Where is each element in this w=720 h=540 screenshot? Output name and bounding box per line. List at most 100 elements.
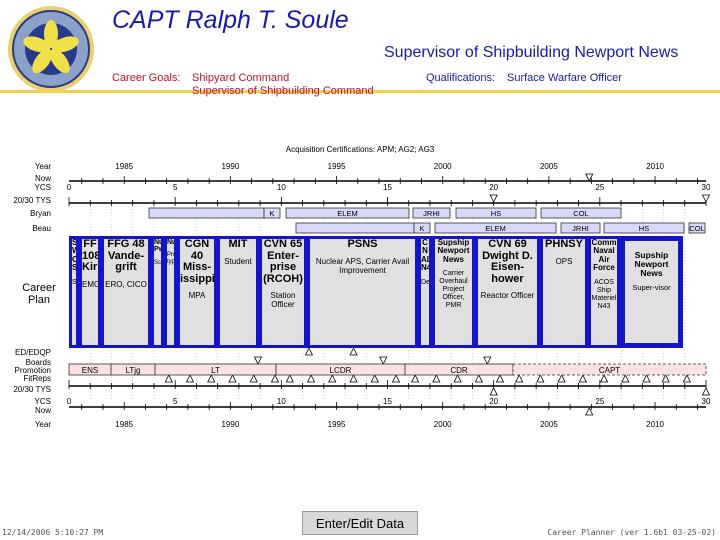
year-tick-label: 1990 [221, 162, 239, 171]
fitrep-marker-icon [661, 374, 670, 383]
career-assignment[interactable]: S W O S Student [69, 236, 79, 348]
promotion-label: LTjg [126, 366, 141, 375]
assignment-title: CVN 69 Dwight D. Eisen-hower [482, 238, 533, 285]
fitrep-marker-icon [228, 374, 237, 383]
ycs-tick-label: 30 [702, 183, 711, 192]
officer-name: CAPT Ralph T. Soule [112, 6, 349, 34]
fitrep-marker-icon [249, 374, 258, 383]
assignment-title: PHNSY [545, 238, 583, 250]
fitrep-marker-icon [682, 374, 692, 383]
assignment-title: C N AL N43 [421, 238, 432, 273]
assignment-detail: Student [224, 256, 252, 266]
ycs-tick-label: 25 [595, 183, 604, 192]
career-assignment[interactable]: Nuc PwrSchool [151, 236, 164, 348]
ycs-tick-label: 25 [595, 397, 604, 406]
acquisition-certifications: Acquisition Certifications: APM; AG2; AG… [285, 145, 435, 154]
assignment-title: FFG 48 Vande-grift [107, 238, 145, 274]
bryan-bar [148, 207, 265, 219]
assignment-title: S W O S [72, 238, 79, 273]
row-label-ycs: YCS [35, 183, 51, 192]
year-tick-label: 1985 [115, 420, 133, 429]
tys-marker-icon [489, 194, 498, 203]
promotion-label: CAPT [599, 366, 620, 375]
tys-marker-icon [701, 194, 711, 203]
assignment-detail: Station Officer [270, 291, 296, 310]
beau-bar-label: JRHI [572, 224, 589, 233]
row-label-boards: Boards [26, 358, 51, 367]
ycs-tick-label: 30 [702, 397, 711, 406]
beau-bar [295, 222, 415, 234]
current-command: Supervisor of Shipbuilding Newport News [384, 44, 679, 61]
bryan-bar [412, 207, 451, 219]
bryan-bar-label: K [269, 209, 274, 218]
assignment-detail: ERO, CICO [105, 279, 147, 289]
bryan-bar-label: ELEM [337, 209, 357, 218]
fitrep-marker-icon [285, 374, 294, 383]
fitrep-marker-icon [391, 374, 401, 383]
row-label-fitreps: FitReps [23, 374, 51, 383]
career-plan-label: Career Plan [22, 282, 56, 306]
assignment-detail: Student [72, 278, 79, 286]
timestamp: 12/14/2006 5:10:27 PM [2, 528, 104, 537]
ycs-tick-label: 10 [277, 397, 286, 406]
fitrep-marker-icon [432, 374, 441, 383]
beau-bar [434, 222, 557, 234]
assignment-detail: ACOS Ship Materiel N43 [591, 278, 617, 310]
fitrep-marker-icon [514, 374, 524, 383]
tys-marker-icon [701, 387, 711, 396]
assignment-detail: Nuclear APS, Carrier Avail Improvement [315, 256, 410, 275]
assignment-title: Nuc [167, 239, 177, 246]
now-marker-icon [585, 173, 594, 182]
bryan-bar [540, 207, 622, 219]
career-assignment[interactable]: NucProto typ [164, 236, 177, 348]
fitrep-marker-icon [370, 374, 379, 383]
board-marker-icon [379, 356, 388, 365]
assignment-detail: MPA [188, 291, 206, 301]
fitrep-marker-icon [621, 374, 630, 383]
year-tick-label: 1985 [115, 162, 133, 171]
assignment-title: CVN 65 Enter-prise (RCOH) [263, 238, 303, 285]
career-assignment[interactable]: FF 1087 KirkEMO [79, 236, 101, 348]
board-marker-icon [483, 356, 492, 365]
row-label-now: Now [35, 174, 51, 183]
enter-edit-data-button[interactable]: Enter/Edit Data [302, 511, 418, 535]
assignment-detail: Super-visor [632, 282, 671, 292]
fitrep-marker-icon [578, 374, 587, 383]
tys-marker-icon [489, 387, 498, 396]
row-label-now: Now [35, 406, 51, 415]
career-assignment[interactable]: C N AL N43Deputy [418, 236, 432, 348]
year-tick-label: 2005 [540, 420, 558, 429]
beau-bar [560, 222, 601, 234]
year-tick-label: 2000 [434, 162, 452, 171]
fitrep-marker-icon [642, 374, 651, 383]
row-label-year: Year [35, 162, 52, 171]
beau-bar [688, 222, 706, 234]
assignment-title: Supship Newport News [634, 250, 669, 278]
ycs-tick-label: 15 [383, 397, 392, 406]
career-goal-1: Shipyard Command [192, 72, 290, 84]
ycs-tick-label: 0 [67, 397, 72, 406]
ed-seal-logo [8, 6, 94, 92]
ycs-tick-label: 15 [383, 183, 392, 192]
fitrep-marker-icon [536, 374, 545, 383]
career-assignment[interactable]: CVN 65 Enter-prise (RCOH) Station Officer [259, 236, 307, 348]
qualifications-label: Qualifications: [426, 72, 496, 84]
assignment-detail: Carrier Overhaul Project Officer, PMR [439, 270, 468, 310]
beau-bar [603, 222, 685, 234]
beau-bar-label: COL [689, 224, 704, 233]
ycs-tick-label: 0 [67, 183, 72, 192]
assignment-detail: Proto typ [167, 252, 177, 266]
row-label-tys: 20/30 TYS [13, 196, 51, 205]
assignment-title: Supship Newport News [437, 238, 470, 264]
assignment-detail: EMO [82, 279, 101, 289]
